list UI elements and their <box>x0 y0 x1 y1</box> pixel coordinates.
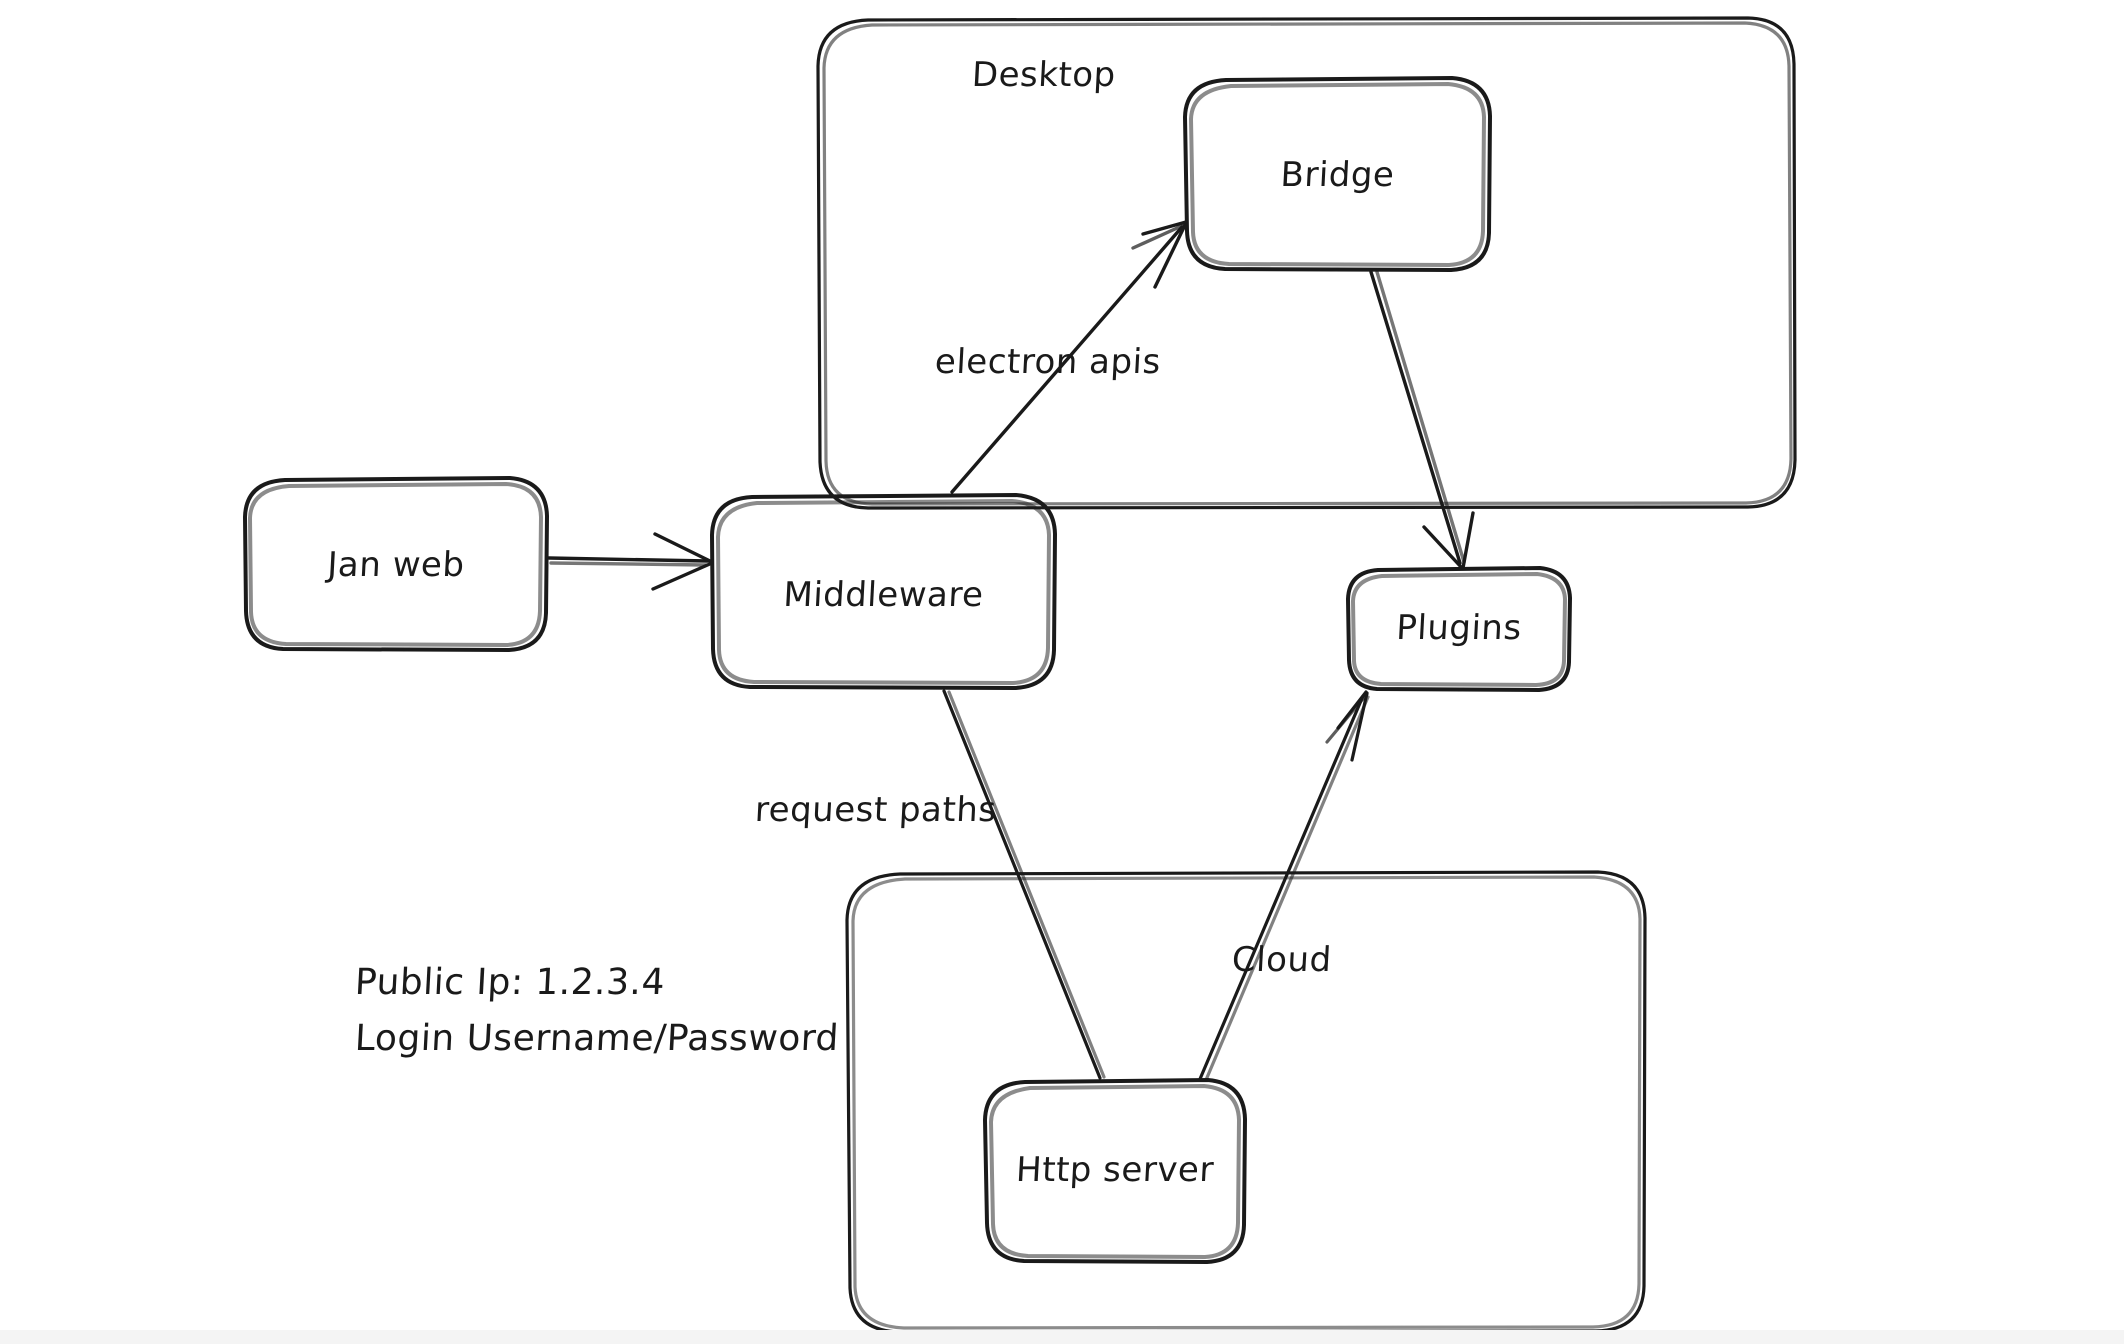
node-http-server-outline <box>983 1078 1247 1264</box>
edge-label-request-paths: request paths <box>753 790 998 830</box>
node-jan-web-outline <box>243 476 549 652</box>
group-desktop-outline <box>816 16 1797 510</box>
note-public-ip: Public Ip: 1.2.3.4 <box>353 962 667 1003</box>
edge-label-electron-apis: electron apis <box>933 342 1162 382</box>
canvas-bottom-strip <box>0 1330 2124 1344</box>
edge-httpserver-to-plugins <box>1198 690 1370 1082</box>
node-plugins-outline <box>1346 566 1572 692</box>
group-label-desktop: Desktop <box>970 55 1117 95</box>
node-label-middleware[interactable]: Middleware <box>782 575 985 615</box>
edge-bridge-to-plugins <box>1369 270 1475 570</box>
node-middleware-outline <box>710 493 1057 690</box>
node-label-bridge[interactable]: Bridge <box>1279 155 1396 195</box>
edge-httpserver-to-middleware <box>942 689 1106 1080</box>
edge-label-cloud: Cloud <box>1230 940 1333 980</box>
node-label-plugins[interactable]: Plugins <box>1395 608 1523 648</box>
edge-janweb-to-middleware <box>547 532 714 591</box>
node-label-http-server[interactable]: Http server <box>1015 1150 1215 1190</box>
node-label-jan-web[interactable]: Jan web <box>326 545 466 585</box>
edge-middleware-to-bridge <box>950 220 1188 494</box>
node-bridge-outline <box>1183 76 1492 272</box>
note-login-credentials: Login Username/Password <box>353 1018 840 1059</box>
